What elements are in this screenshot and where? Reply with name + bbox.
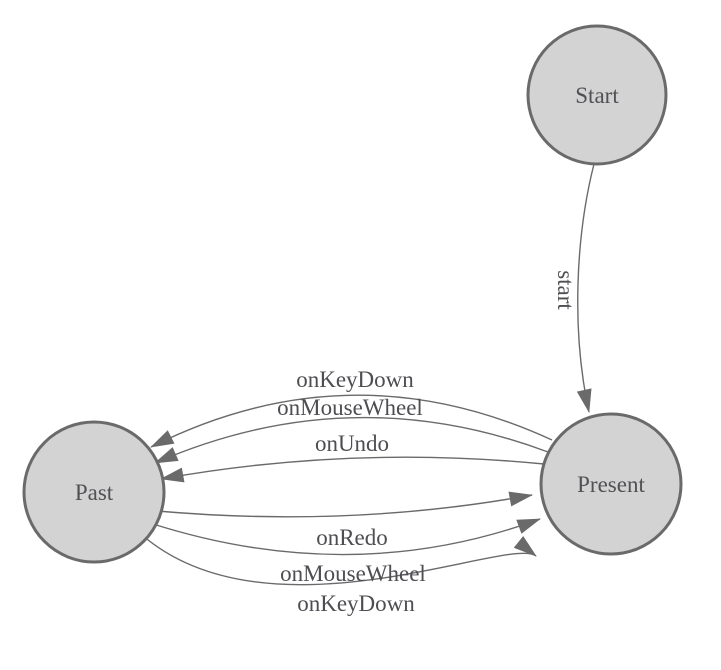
node-start: Start [526,24,668,166]
edge-label-start: start [553,270,578,310]
edge-label-onkeydown-top: onKeyDown [296,367,414,392]
node-present-label: Present [577,472,645,497]
edge-present-to-past-onkeydown[interactable] [150,394,553,448]
edge-start-to-present[interactable] [576,163,595,413]
edge-past-to-present-onkeydown[interactable] [141,534,537,586]
node-present: Present [539,412,683,556]
edge-layer [141,163,595,586]
node-past-circle[interactable] [22,420,166,564]
node-past: Past [22,420,166,564]
node-start-circle[interactable] [526,24,668,166]
edge-past-to-present-onmousewheel[interactable] [149,518,541,556]
edge-label-onmousewheel-top: onMouseWheel [277,395,423,420]
edge-label-onmousewheel-bottom: onMouseWheel [280,561,426,586]
edge-past-to-present-onredo[interactable] [156,491,533,518]
edge-label-onkeydown-bottom: onKeyDown [297,591,415,616]
node-present-circle[interactable] [539,412,683,556]
edge-label-onredo: onRedo [316,525,388,550]
edge-label-layer: start onKeyDown onMouseWheel onUndo onRe… [277,270,578,616]
edge-label-onundo: onUndo [315,431,389,456]
node-start-label: Start [575,83,619,108]
edge-present-to-past-onmousewheel[interactable] [154,416,549,464]
node-past-label: Past [75,480,114,505]
edge-present-to-past-onundo[interactable] [160,456,545,483]
